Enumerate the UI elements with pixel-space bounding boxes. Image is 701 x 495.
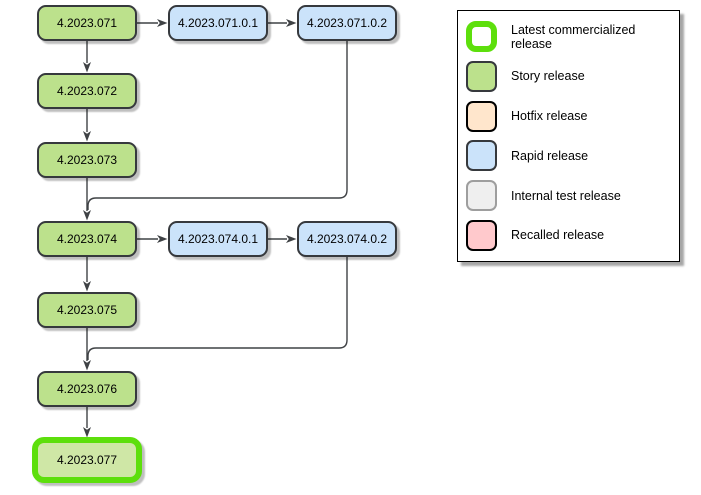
node-4.2023.071.0.2[interactable]: 4.2023.071.0.2 [297,5,397,41]
legend-label: Rapid release [511,148,589,163]
legend-item-latest: Latest commercialized release [466,17,679,57]
node-4.2023.071.0.1[interactable]: 4.2023.071.0.1 [168,5,268,41]
node-4.2023.075[interactable]: 4.2023.075 [37,292,137,328]
node-4.2023.073[interactable]: 4.2023.073 [37,142,137,178]
legend-label: Story release [511,69,585,84]
node-4.2023.072[interactable]: 4.2023.072 [37,73,137,109]
node-4.2023.071[interactable]: 4.2023.071 [37,5,137,41]
legend-item-hotfix: Hotfix release [466,96,679,136]
legend: Latest commercialized release Story rele… [457,10,680,262]
legend-label: Recalled release [511,228,605,243]
node-4.2023.074[interactable]: 4.2023.074 [37,221,137,257]
node-label: 4.2023.072 [56,84,118,98]
node-label: 4.2023.074 [56,232,118,246]
node-label: 4.2023.074.0.1 [177,232,259,246]
node-4.2023.074.0.1[interactable]: 4.2023.074.0.1 [168,221,268,257]
rapid-release-swatch-icon [466,140,497,172]
node-4.2023.074.0.2[interactable]: 4.2023.074.0.2 [297,221,397,257]
legend-item-internal: Internal test release [466,176,679,216]
legend-label: Internal test release [511,188,621,203]
node-4.2023.077-latest[interactable]: 4.2023.077 [32,437,142,483]
node-label: 4.2023.071.0.2 [306,16,388,30]
node-4.2023.076[interactable]: 4.2023.076 [37,371,137,407]
node-label: 4.2023.071.0.1 [177,16,259,30]
edge-071.0.2-to-074 [87,41,348,210]
node-label: 4.2023.077 [56,453,118,467]
node-label: 4.2023.071 [56,16,118,30]
hotfix-release-swatch-icon [466,100,497,132]
legend-label: Latest commercialized release [511,22,636,51]
node-label: 4.2023.073 [56,153,118,167]
legend-item-rapid: Rapid release [466,136,679,176]
internal-test-release-swatch-icon [466,180,497,211]
story-release-swatch-icon [466,60,497,92]
node-label: 4.2023.076 [56,382,118,396]
latest-release-swatch-icon [466,21,497,53]
legend-item-recalled: Recalled release [466,215,679,255]
legend-item-story: Story release [466,57,679,97]
node-label: 4.2023.075 [56,303,118,317]
edge-074.0.2-to-076 [87,257,348,360]
legend-label: Hotfix release [511,109,588,124]
recalled-release-swatch-icon [466,219,497,251]
node-label: 4.2023.074.0.2 [306,232,388,246]
